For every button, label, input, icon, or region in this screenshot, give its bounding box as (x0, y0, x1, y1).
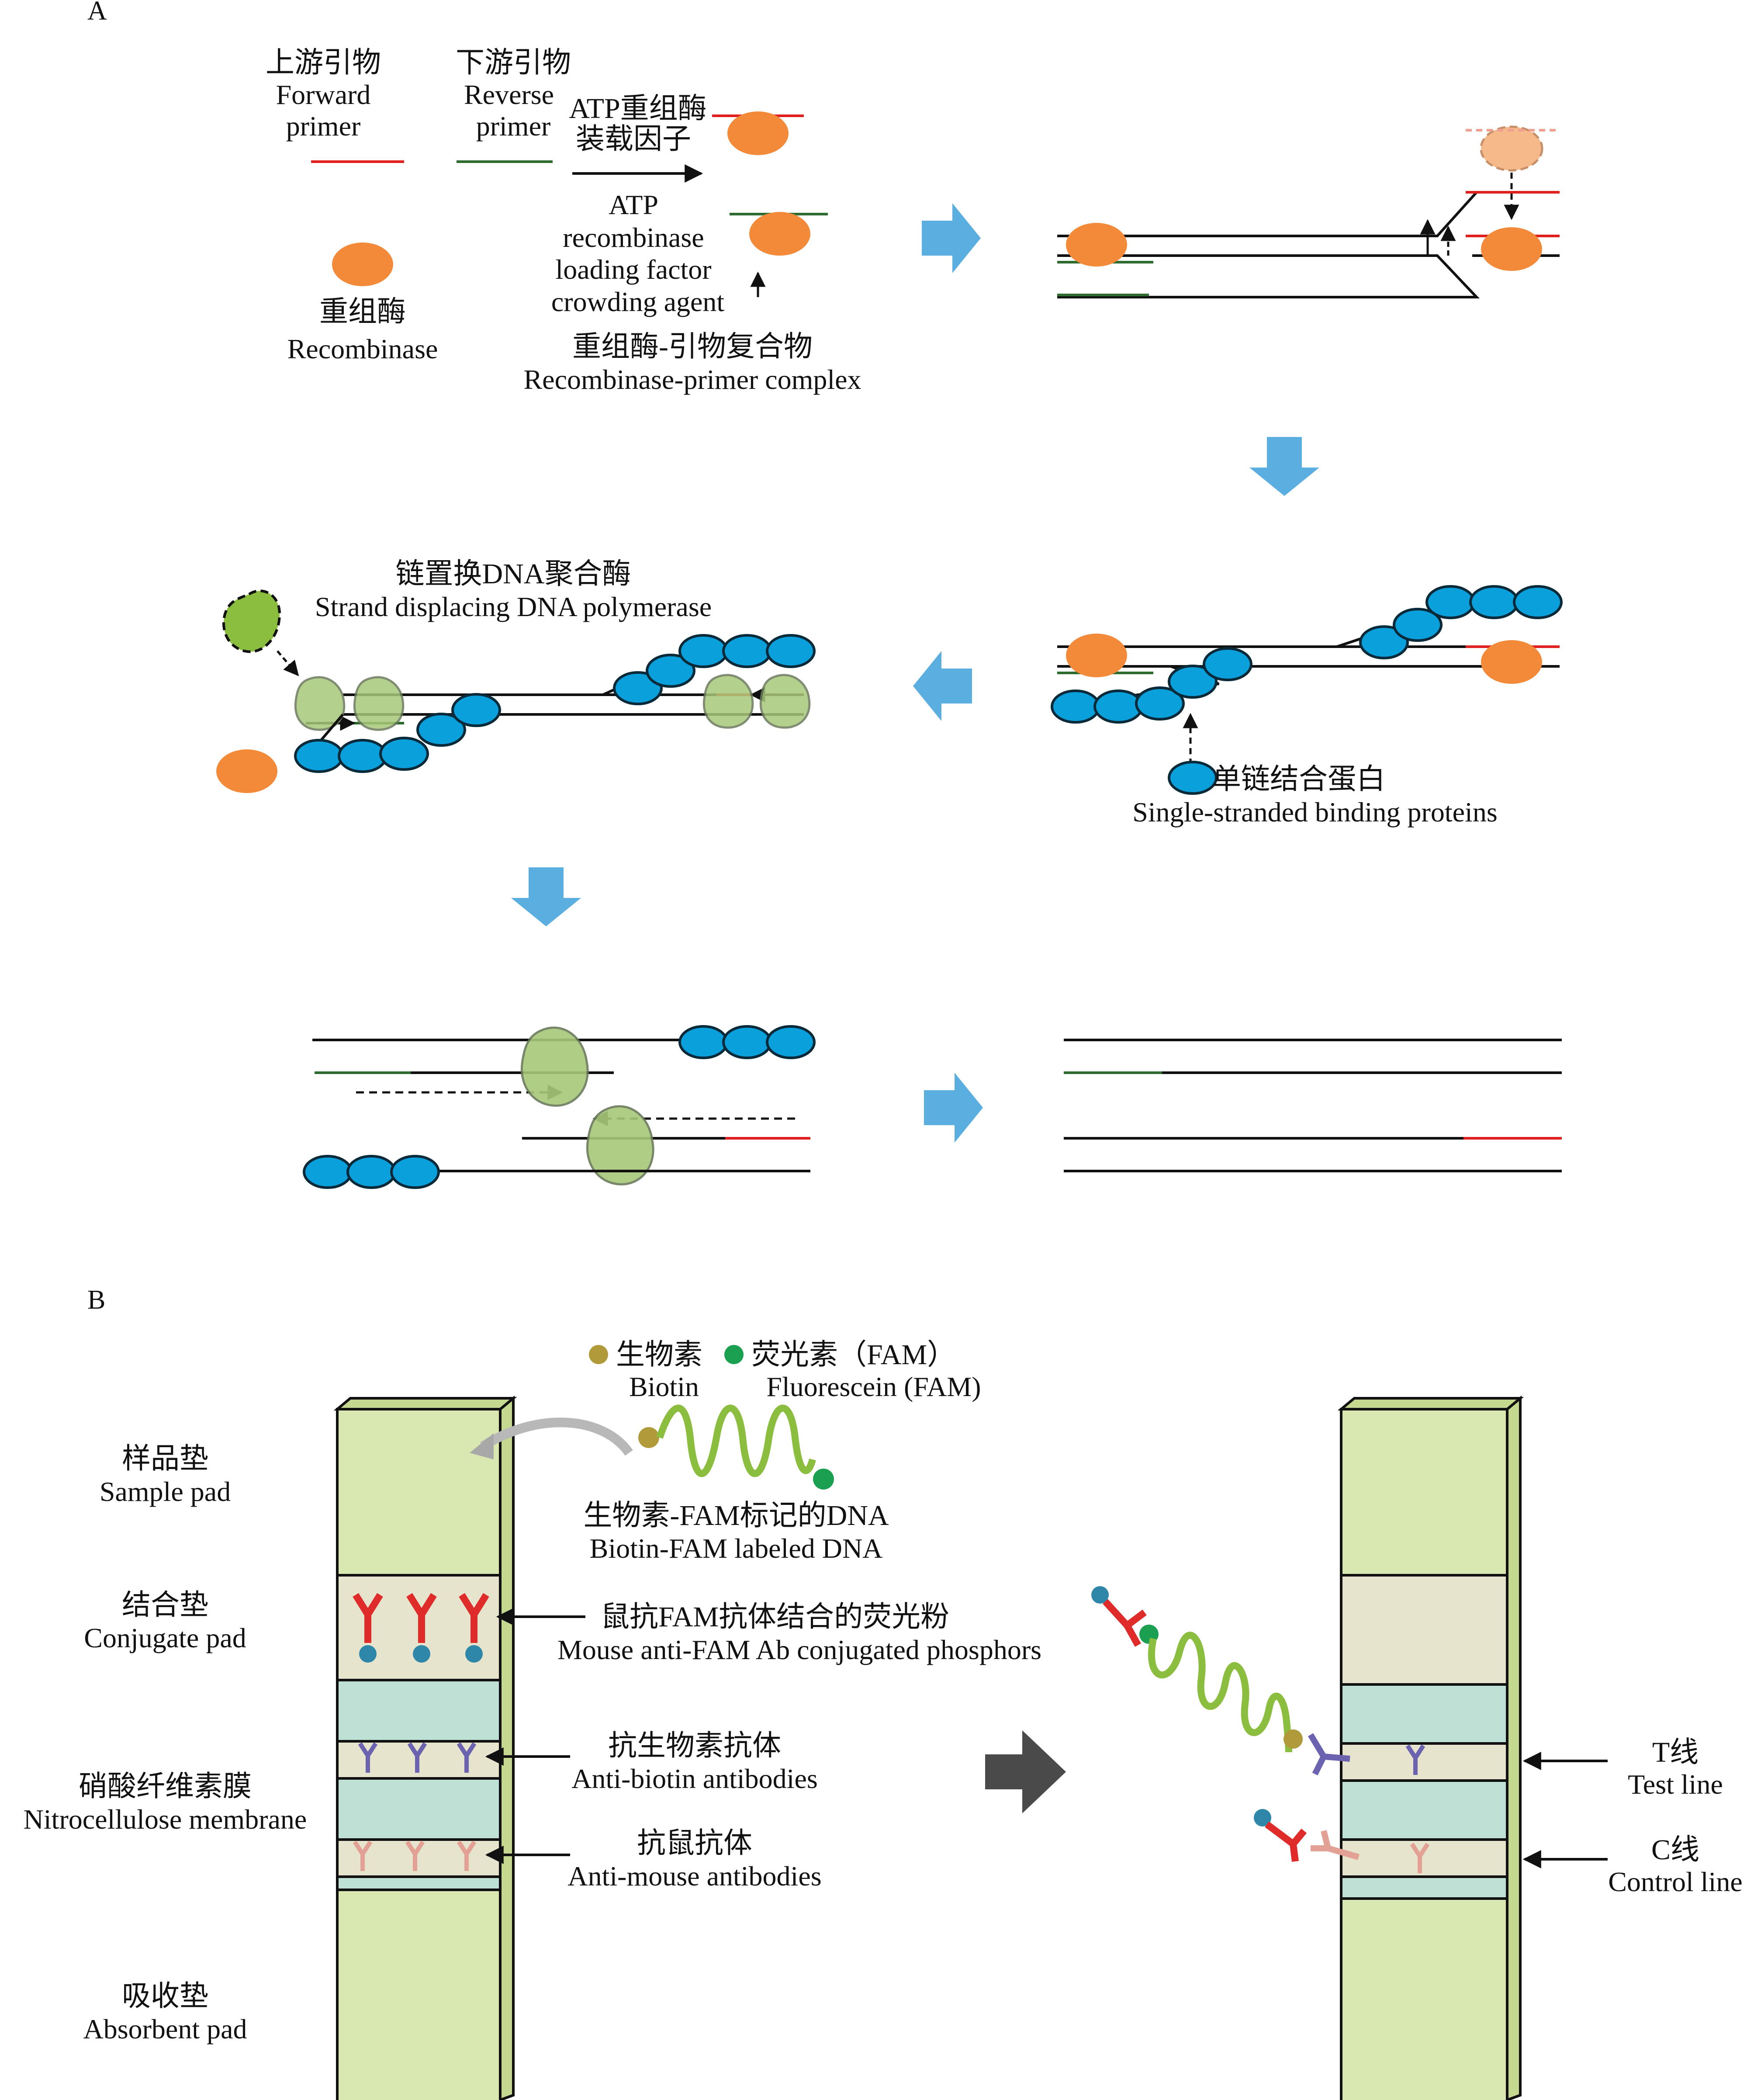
anti-mouse-en: Anti-mouse antibodies (567, 1861, 821, 1892)
process-arrow-5 (924, 1073, 983, 1143)
process-arrow-2 (1249, 437, 1319, 496)
recombinase-cn: 重组酶 (319, 296, 406, 328)
forward-primer-cn: 上游引物 (266, 47, 381, 79)
complex-cn: 重组酶-引物复合物 (572, 331, 813, 363)
atp-en3: loading factor (555, 254, 711, 285)
panel-a: A 上游引物 Forward primer 下游引物 Reverse prime… (87, 0, 1562, 1188)
complex-recombinase-1 (727, 111, 789, 155)
reverse-primer-en2: primer (476, 111, 551, 142)
complex-recombinase-2 (749, 212, 810, 256)
result-arrow (985, 1730, 1066, 1813)
panel-a-label: A (87, 0, 107, 26)
t-line-cn: T线 (1652, 1736, 1699, 1768)
atp-en2: recombinase (563, 222, 704, 253)
reverse-primer-cn: 下游引物 (456, 47, 571, 79)
c-line-cn: C线 (1651, 1834, 1699, 1866)
fam-legend-dot (724, 1345, 744, 1364)
sandwich-complex (1091, 1586, 1360, 1862)
atp-en4: crowding agent (551, 286, 725, 317)
sample-pad-en: Sample pad (100, 1476, 231, 1507)
anti-biotin-cn: 抗生物素抗体 (608, 1730, 781, 1762)
anti-mouse-cn: 抗鼠抗体 (637, 1827, 752, 1859)
atp-en1: ATP (609, 189, 658, 220)
step-synthesis (304, 1026, 814, 1188)
step-ssb (1052, 586, 1561, 794)
c-line-en: Control line (1608, 1866, 1743, 1897)
flow-curve-arrow (480, 1417, 633, 1456)
recombinase-legend-shape (332, 243, 393, 286)
mouse-ab-en: Mouse anti-FAM Ab conjugated phosphors (557, 1634, 1041, 1665)
fam-en: Fluorescein (FAM) (766, 1371, 981, 1402)
atp-factor-cn1: ATP重组酶 (569, 93, 706, 125)
complex-en: Recombinase-primer complex (523, 364, 861, 395)
biotin-legend-dot (589, 1345, 608, 1364)
polymerase-en: Strand displacing DNA polymerase (315, 591, 712, 622)
nc-membrane-cn: 硝酸纤维素膜 (79, 1771, 252, 1802)
labeled-dna (638, 1404, 834, 1490)
ssb-cn: 单链结合蛋白 (1212, 763, 1385, 795)
forward-primer-en2: primer (286, 111, 361, 142)
biotin-en: Biotin (629, 1371, 699, 1402)
strip-before (333, 1395, 517, 2100)
forward-primer-en1: Forward (276, 79, 371, 110)
atp-factor-cn2: 装载因子 (576, 123, 691, 155)
recombinase-en: Recombinase (287, 333, 438, 364)
t-line-en: Test line (1628, 1769, 1723, 1800)
sample-pad-cn: 样品垫 (122, 1443, 208, 1475)
biotin-cn: 生物素 (616, 1339, 702, 1371)
conjugate-pad-cn: 结合垫 (122, 1589, 208, 1621)
process-arrow-4 (511, 867, 581, 926)
panel-b-label: B (87, 1285, 105, 1315)
step-products (1064, 1039, 1562, 1172)
mouse-ab-cn: 鼠抗FAM抗体结合的荧光粉 (601, 1601, 949, 1633)
step-invasion (1057, 125, 1560, 298)
fam-cn: 荧光素（FAM） (751, 1339, 956, 1371)
step-polymerase: 链置换DNA聚合酶 Strand displacing DNA polymera… (216, 558, 814, 793)
labeled-dna-en: Biotin-FAM labeled DNA (590, 1533, 883, 1564)
panel-b: B 样品垫 Sample pad 结合垫 Conjugate pad 硝酸纤维 (24, 1285, 1743, 2100)
absorbent-pad-cn: 吸收垫 (122, 1980, 208, 2012)
flow-curve-arrowhead (470, 1433, 494, 1459)
process-arrow-1 (922, 203, 981, 273)
anti-biotin-en: Anti-biotin antibodies (571, 1763, 818, 1794)
ssb-en: Single-stranded binding proteins (1132, 797, 1497, 828)
reverse-primer-en1: Reverse (464, 79, 554, 110)
strip-after (1337, 1395, 1524, 2100)
labeled-dna-cn: 生物素-FAM标记的DNA (583, 1500, 889, 1532)
absorbent-pad-en: Absorbent pad (83, 2013, 247, 2045)
conjugate-pad-en: Conjugate pad (84, 1622, 246, 1653)
polymerase-cn: 链置换DNA聚合酶 (396, 558, 631, 590)
process-arrow-3 (913, 651, 972, 721)
nc-membrane-en: Nitrocellulose membrane (24, 1804, 307, 1835)
